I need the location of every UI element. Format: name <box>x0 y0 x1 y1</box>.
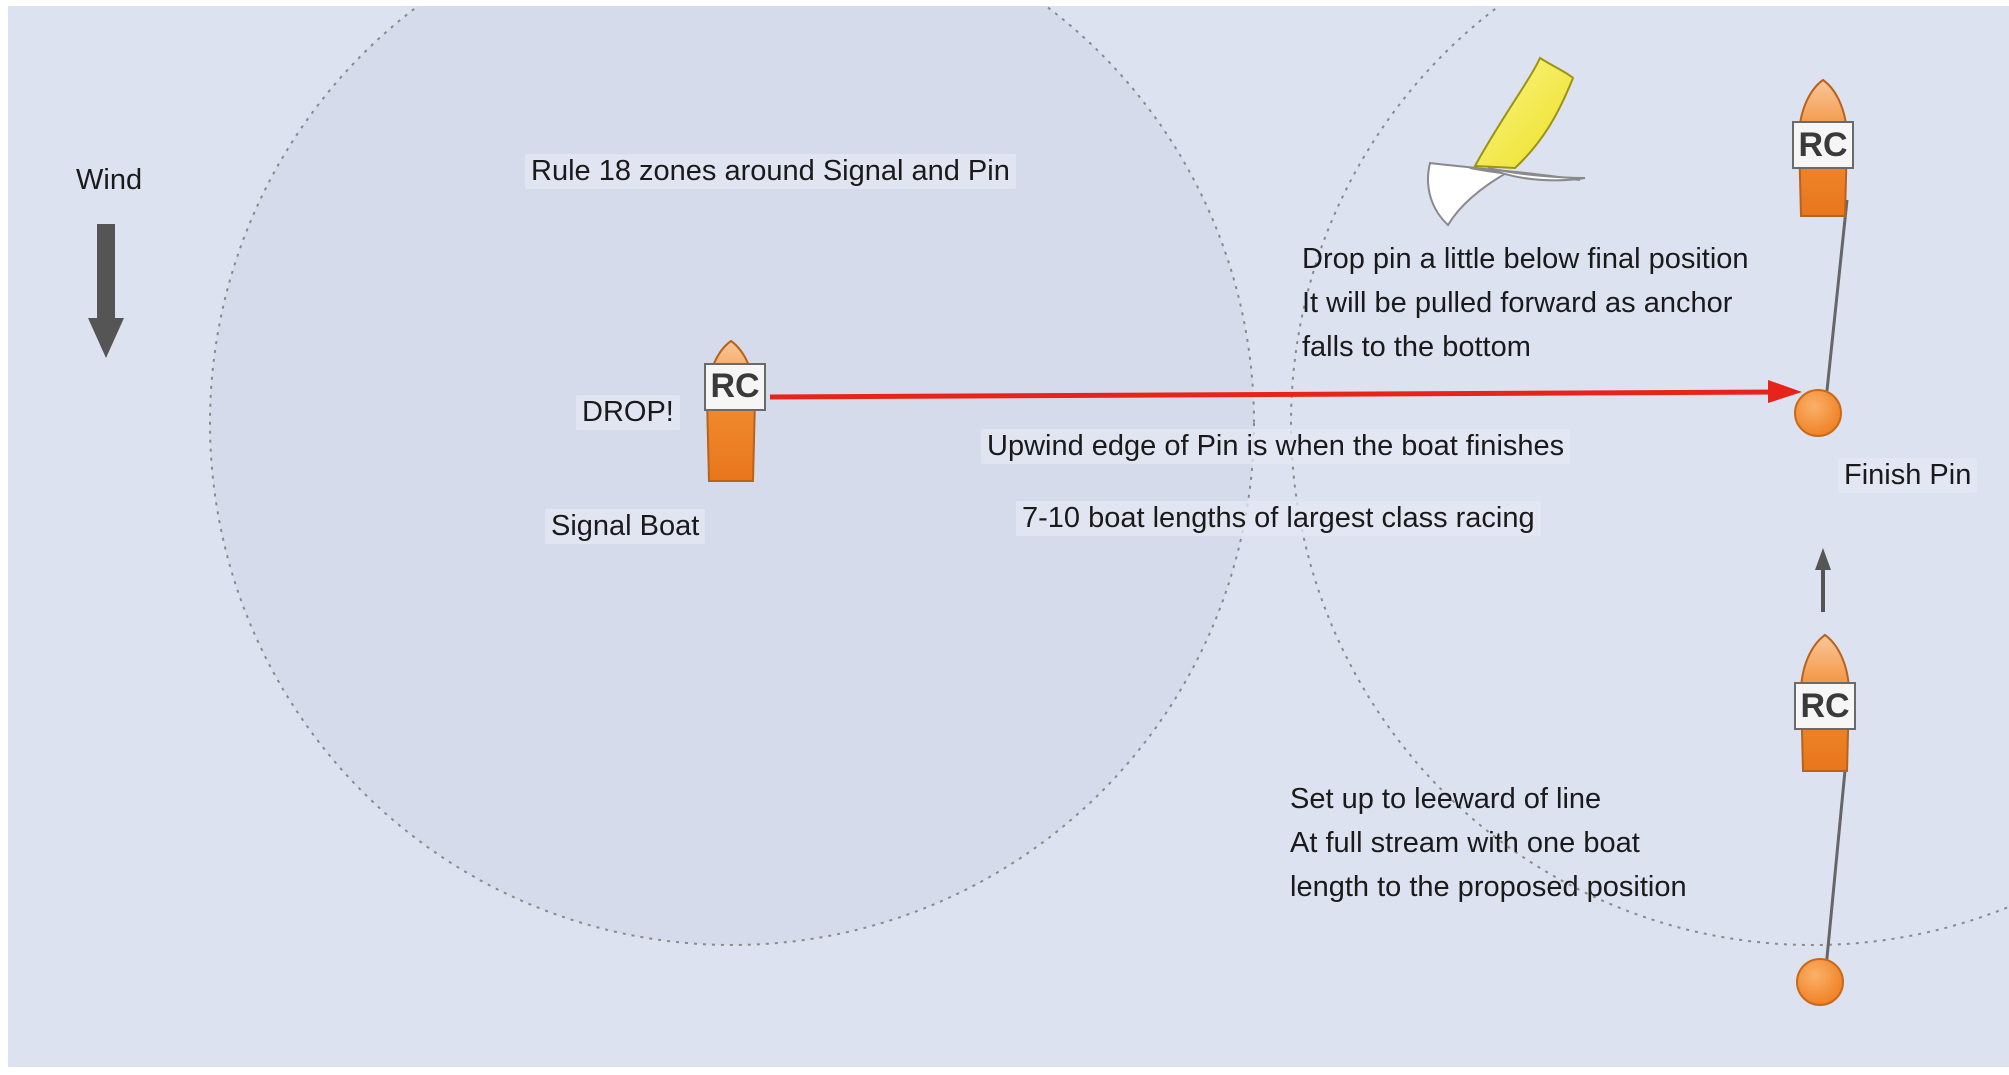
setup-note-line: Set up to leeward of line <box>1290 783 1602 815</box>
drop-label: DROP! <box>576 395 680 430</box>
setup-note-line: length to the proposed position <box>1290 871 1687 903</box>
setup-note-line: At full stream with one boat <box>1290 827 1640 859</box>
finish-line-arrow <box>769 380 1802 403</box>
wind-arrow-icon <box>88 224 124 358</box>
drop-note-line: It will be pulled forward as anchor <box>1302 287 1733 319</box>
setup-anchor-line <box>1824 759 1848 969</box>
drop-note: Drop pin a little below final position I… <box>1302 237 1749 369</box>
drop-note-line: Drop pin a little below final position <box>1302 243 1749 275</box>
signal-boat-rc-icon: RC <box>704 339 766 482</box>
finish-pin-label: Finish Pin <box>1838 458 1978 493</box>
move-up-arrow-icon <box>1815 548 1831 612</box>
finish-pin-buoy-icon <box>1794 389 1842 437</box>
sailboat-icon <box>1427 56 1586 227</box>
svg-text:RC: RC <box>710 367 759 405</box>
pin-zone-circle <box>1290 6 2009 946</box>
setup-note: Set up to leeward of line At full stream… <box>1290 777 1687 909</box>
wind-label: Wind <box>76 164 143 196</box>
boat-lengths-label: 7-10 boat lengths of largest class racin… <box>1016 501 1541 536</box>
setup-rc-boat-icon: RC <box>1794 633 1856 772</box>
setup-buoy-icon <box>1796 958 1844 1006</box>
pin-anchor-line <box>1824 199 1849 401</box>
signal-boat-label: Signal Boat <box>545 509 706 544</box>
upwind-edge-label: Upwind edge of Pin is when the boat fini… <box>981 429 1571 464</box>
svg-text:RC: RC <box>1798 126 1847 164</box>
svg-text:RC: RC <box>1800 687 1849 725</box>
diagram-title: Rule 18 zones around Signal and Pin <box>525 154 1016 189</box>
pin-rc-boat-icon: RC <box>1792 78 1854 217</box>
drop-note-line: falls to the bottom <box>1302 331 1531 363</box>
